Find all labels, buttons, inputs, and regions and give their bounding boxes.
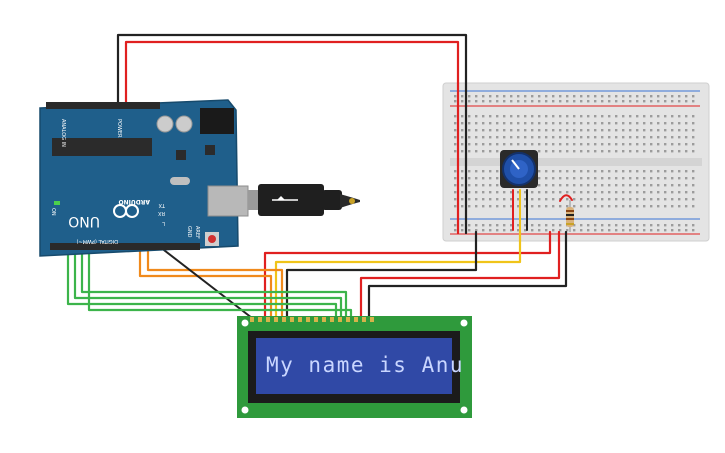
l-label: L (162, 220, 165, 226)
wire-red-lcd-a (359, 230, 561, 320)
atmega-chip (52, 138, 152, 156)
wire-black-lcd-vss (285, 230, 478, 320)
arduino-uno-board[interactable]: UNO ARDUINO ANALOG IN POWER DIGITAL (PWM… (39, 99, 249, 257)
tx-label: TX (158, 202, 166, 208)
wire-black-gnd-top (116, 33, 468, 235)
power-label: POWER (116, 119, 122, 138)
analog-label: ANALOG IN (60, 119, 66, 147)
power-header (110, 102, 160, 109)
gnd-label: GND (186, 226, 192, 238)
wire-black-rw (159, 246, 253, 319)
analog-header (46, 102, 116, 109)
wire-red-resistor (559, 194, 573, 202)
aref-label: AREF (194, 226, 200, 239)
lcd-display[interactable]: My name is Anu (237, 316, 472, 418)
lcd-pin-header (250, 317, 374, 322)
wire-black-lcd-k (367, 230, 568, 320)
usb-cable-icon (248, 184, 360, 216)
wire-orange-e (146, 245, 284, 320)
board-name: UNO (68, 213, 100, 229)
brand-label: ARDUINO (119, 198, 150, 205)
potentiometer[interactable] (500, 150, 538, 188)
infinity-logo-icon (113, 204, 139, 218)
digital-label: DIGITAL (PWM~) (76, 238, 118, 244)
lcd-text: My name is Anu (266, 353, 464, 377)
digital-header (50, 243, 200, 250)
wire-green-d4 (66, 245, 338, 320)
resistor-icon[interactable] (566, 200, 574, 232)
breadboard[interactable] (442, 82, 710, 242)
rx-label: RX (158, 210, 165, 216)
lcd-screen (256, 338, 452, 394)
usb-port (207, 185, 249, 217)
wire-red-5v-top (124, 40, 460, 235)
wire-green-d5 (73, 245, 343, 320)
wire-red-lcd-vdd (263, 230, 552, 320)
wire-green-d7 (87, 245, 353, 320)
dc-jack (200, 108, 234, 134)
breadboard-holes (454, 95, 695, 232)
wire-yellow-lcd-vo (274, 230, 522, 320)
on-label: ON (50, 208, 56, 216)
wire-green-d6 (80, 245, 348, 320)
wires (66, 33, 573, 320)
